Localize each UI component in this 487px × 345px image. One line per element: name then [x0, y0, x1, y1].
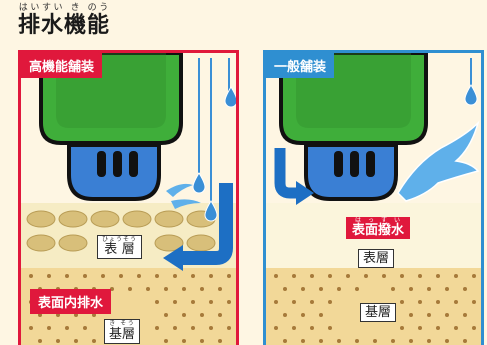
rain-drops [192, 86, 236, 222]
water-repellent-text: 表面撥水 [352, 223, 405, 238]
base-layer-label: 基層き そう [104, 319, 141, 344]
surface-layer-label: 表層 [358, 249, 395, 268]
water-flow-arrow [274, 148, 298, 199]
surface-layer-ruby: ひょうそう [102, 236, 138, 243]
base-layer-label: 基層 [360, 303, 397, 322]
drainage-arrowhead [163, 245, 183, 271]
rain-lines [198, 58, 230, 203]
internal-drainage-label: 表面内排水 [30, 289, 112, 314]
base-layer-aggregate [274, 274, 476, 343]
high-function-pavement-panel: 高機能舗装 表層ひょうそう 表面内排水 基層き そう [18, 50, 239, 345]
general-pavement-illustration [266, 53, 481, 345]
base-layer-text: 基層 [109, 327, 136, 342]
water-splash [397, 120, 480, 202]
surface-layer-text: 表層 [102, 242, 138, 257]
base-layer-ruby: き そう [109, 320, 135, 327]
splash [166, 183, 193, 197]
general-pavement-panel: 一般舗装 表面撥水はっすい 表層 基層 [263, 50, 484, 345]
general-pavement-heading: 一般舗装 [266, 53, 335, 78]
page-title: 排水機能はいすい き のう [18, 2, 110, 40]
drainage-arrow [181, 183, 233, 265]
porous-gravel [26, 210, 216, 252]
rain-drops [464, 84, 478, 106]
title-text: 排水機能 [18, 13, 111, 38]
water-repellent-label: 表面撥水はっすい [346, 217, 411, 239]
surface-layer-label: 表層ひょうそう [97, 235, 143, 259]
title-ruby: はいすい き のう [18, 3, 110, 13]
water-flow-arrowhead [296, 181, 314, 205]
water-repellent-ruby: はっすい [352, 217, 405, 224]
high-function-pavement-heading: 高機能舗装 [21, 53, 103, 78]
tire-tread [334, 151, 375, 177]
tire-tread [97, 151, 138, 177]
